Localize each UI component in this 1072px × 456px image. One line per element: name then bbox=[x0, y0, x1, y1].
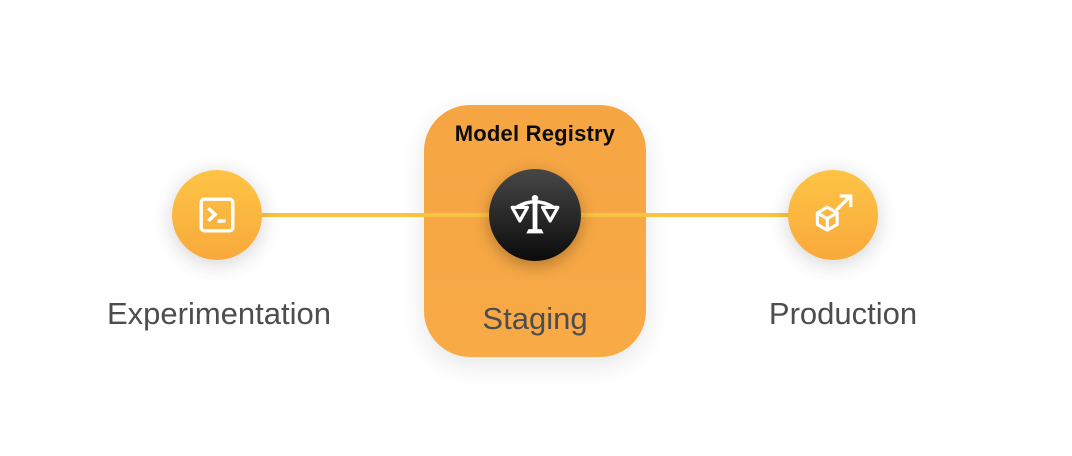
node-label-production: Production bbox=[768, 296, 918, 331]
node-production bbox=[788, 170, 878, 260]
model-registry-card: Model Registry Staging bbox=[424, 105, 646, 357]
node-experimentation bbox=[172, 170, 262, 260]
node-label-experimentation: Experimentation bbox=[106, 296, 331, 331]
balance-scale-icon bbox=[509, 189, 561, 241]
terminal-icon bbox=[194, 192, 240, 238]
card-title: Model Registry bbox=[454, 121, 616, 146]
cube-arrow-icon bbox=[808, 190, 858, 240]
staging-badge bbox=[489, 169, 581, 261]
node-label-staging: Staging bbox=[482, 301, 588, 336]
